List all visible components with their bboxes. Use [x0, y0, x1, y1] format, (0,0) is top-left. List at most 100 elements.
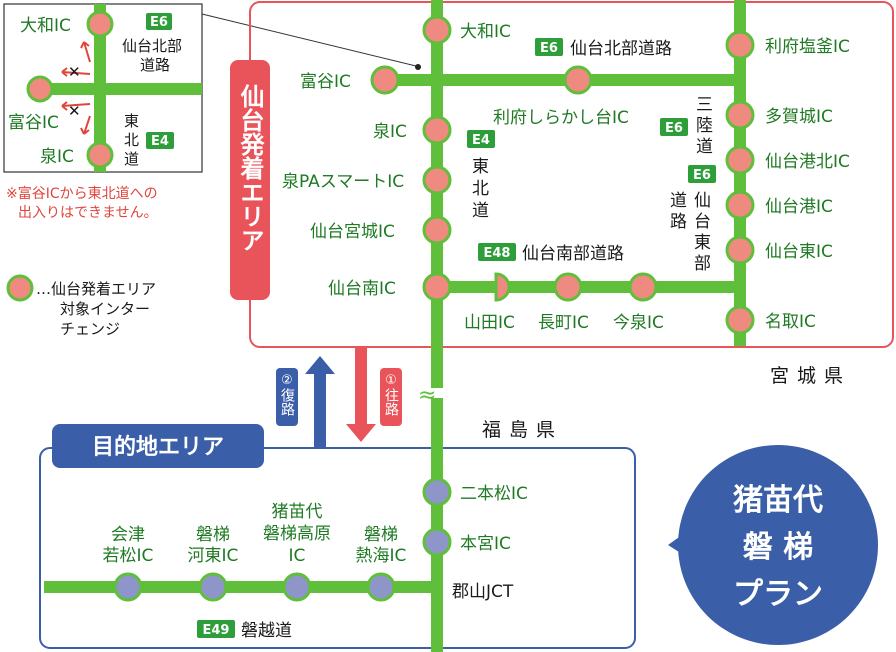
outbound-tag [380, 368, 402, 426]
inset-e6-name-1: 仙台北部 [122, 37, 182, 55]
label-izumi: 泉IC [373, 122, 407, 142]
ic-natori [725, 305, 755, 335]
tag-e6-tobu-code: E6 [693, 168, 711, 183]
route-e6-sanriku-1: 三 [696, 95, 713, 115]
inset-label-tomiya: 富谷IC [8, 113, 59, 133]
route-e6-tobu-5: 道 [670, 191, 687, 211]
route-e4-name-3: 道 [472, 201, 489, 221]
tag-e6-tobu [688, 165, 716, 183]
ic-yamada [494, 272, 511, 302]
ic-izumi [422, 115, 452, 145]
return-num: ② [281, 373, 293, 388]
inset-label-taiwa: 大和IC [20, 16, 71, 36]
return-arrow-shaft [314, 372, 326, 448]
label-bandai-kawahigashi-2: 河東IC [188, 546, 239, 566]
outbound-label: 往路 [383, 388, 399, 416]
inset-e6-name-2: 道路 [140, 56, 170, 74]
origin-prefecture: 宮城県 [770, 365, 851, 387]
inset-ic-tomiya [26, 75, 54, 103]
route-e6-tobu-2: 台 [694, 212, 711, 232]
legend-line2: 対象インター [60, 300, 150, 318]
inset-tag-e6 [146, 13, 172, 30]
label-bandai-atami-2: 熱海IC [356, 546, 407, 566]
inset-e4-name-3: 道 [124, 150, 139, 168]
route-e6-sanriku-2: 陸 [696, 116, 713, 136]
return-arrow-head [305, 356, 335, 374]
label-nihonmatsu: 二本松IC [460, 484, 528, 504]
route-e49-name: 磐越道 [241, 621, 292, 641]
label-tomiya: 富谷IC [300, 72, 351, 92]
label-inawashiro-1: 猪苗代 [272, 502, 323, 522]
route-e6-sanriku-3: 道 [696, 137, 713, 157]
ic-inawashiro [282, 572, 312, 602]
plan-line2: 磐 梯 [743, 530, 813, 565]
inset-ic-taiwa [86, 10, 114, 38]
ic-tagajo [725, 100, 755, 130]
legend-line1: …仙台発着エリア [36, 280, 156, 298]
dest-area-frame [39, 447, 636, 649]
inset-note-line1: ※富谷ICから東北道への [6, 185, 158, 202]
inset-leader-dot [415, 64, 421, 70]
inset-tag-e4 [146, 132, 174, 149]
ic-aizu [113, 572, 143, 602]
outbound-arrow-head [346, 424, 376, 442]
tag-e6-sanriku-code: E6 [665, 121, 683, 136]
origin-area-title: 仙台発着エリア [236, 84, 265, 252]
route-e4-name-1: 東 [472, 157, 489, 177]
label-sendaiko: 仙台港IC [765, 197, 833, 217]
ic-sendai-miyagi [422, 215, 452, 245]
inset-x-mark-top: ✕ [68, 63, 81, 81]
return-label: 復路 [279, 387, 295, 416]
ic-bandai-atami [366, 572, 396, 602]
label-sendaiko-kita: 仙台港北IC [765, 152, 850, 172]
dest-ic-markers [113, 477, 452, 602]
plan-line1: 猪苗代 [733, 483, 823, 518]
inset-tag-e6-code: E6 [150, 15, 168, 30]
ic-motomiya [422, 527, 452, 557]
legend-ic-marker [6, 274, 34, 302]
dest-area-title-box [52, 424, 264, 468]
label-sendai-higashi: 仙台東IC [765, 242, 833, 262]
inset-tag-e4-code: E4 [151, 134, 169, 149]
tag-e48-code: E48 [484, 246, 511, 261]
label-sendai-miyagi: 仙台宮城IC [310, 222, 395, 242]
plan-bubble: 猪苗代 磐 梯 プラン [668, 445, 878, 645]
route-e6-north-name: 仙台北部道路 [570, 39, 672, 59]
label-imaizumi: 今泉IC [613, 313, 664, 333]
inset-label-izumi: 泉IC [40, 147, 74, 167]
tag-e49 [197, 620, 235, 638]
outbound-num: ① [385, 373, 397, 388]
tag-e6-north [535, 38, 563, 56]
tag-e48 [478, 243, 516, 261]
tag-e6-sanriku [660, 118, 688, 136]
ic-nagamachi [553, 272, 583, 302]
inset-leader-line [201, 13, 417, 67]
ic-sendaiko-kita [725, 145, 755, 175]
label-rifu-shirakashi: 利府しらかし台IC [493, 108, 629, 128]
label-rifu-shiokama: 利府塩釜IC [765, 37, 850, 57]
legend-line3: チェンジ [60, 320, 120, 338]
route-e6-tobu-4: 部 [694, 254, 711, 274]
label-taiwa: 大和IC [460, 22, 511, 42]
route-e48-name: 仙台南部道路 [522, 244, 624, 264]
ic-sendai-higashi [725, 235, 755, 265]
ic-tomiya [370, 65, 400, 95]
label-yamada: 山田IC [464, 313, 515, 333]
dest-area-title: 目的地エリア [92, 434, 224, 460]
outbound-arrow-shaft [355, 348, 367, 428]
label-aizu-2: 若松IC [103, 546, 154, 566]
inset-note-line2: 出入りはできません。 [18, 205, 158, 221]
tag-e6-north-code: E6 [540, 41, 558, 56]
label-bandai-kawahigashi-1: 磐梯 [196, 525, 230, 545]
tag-e4 [467, 130, 495, 148]
origin-area-title-box [230, 60, 270, 300]
tag-e49-code: E49 [203, 623, 230, 638]
ic-izumi-pa [422, 165, 452, 195]
label-motomiya: 本宮IC [460, 534, 511, 554]
ic-nihonmatsu [422, 477, 452, 507]
label-tagajo: 多賀城IC [765, 107, 833, 127]
road-break-mark: ≈ [418, 383, 436, 408]
ic-rifu-shiokama [725, 30, 755, 60]
tag-e4-code: E4 [472, 133, 490, 148]
